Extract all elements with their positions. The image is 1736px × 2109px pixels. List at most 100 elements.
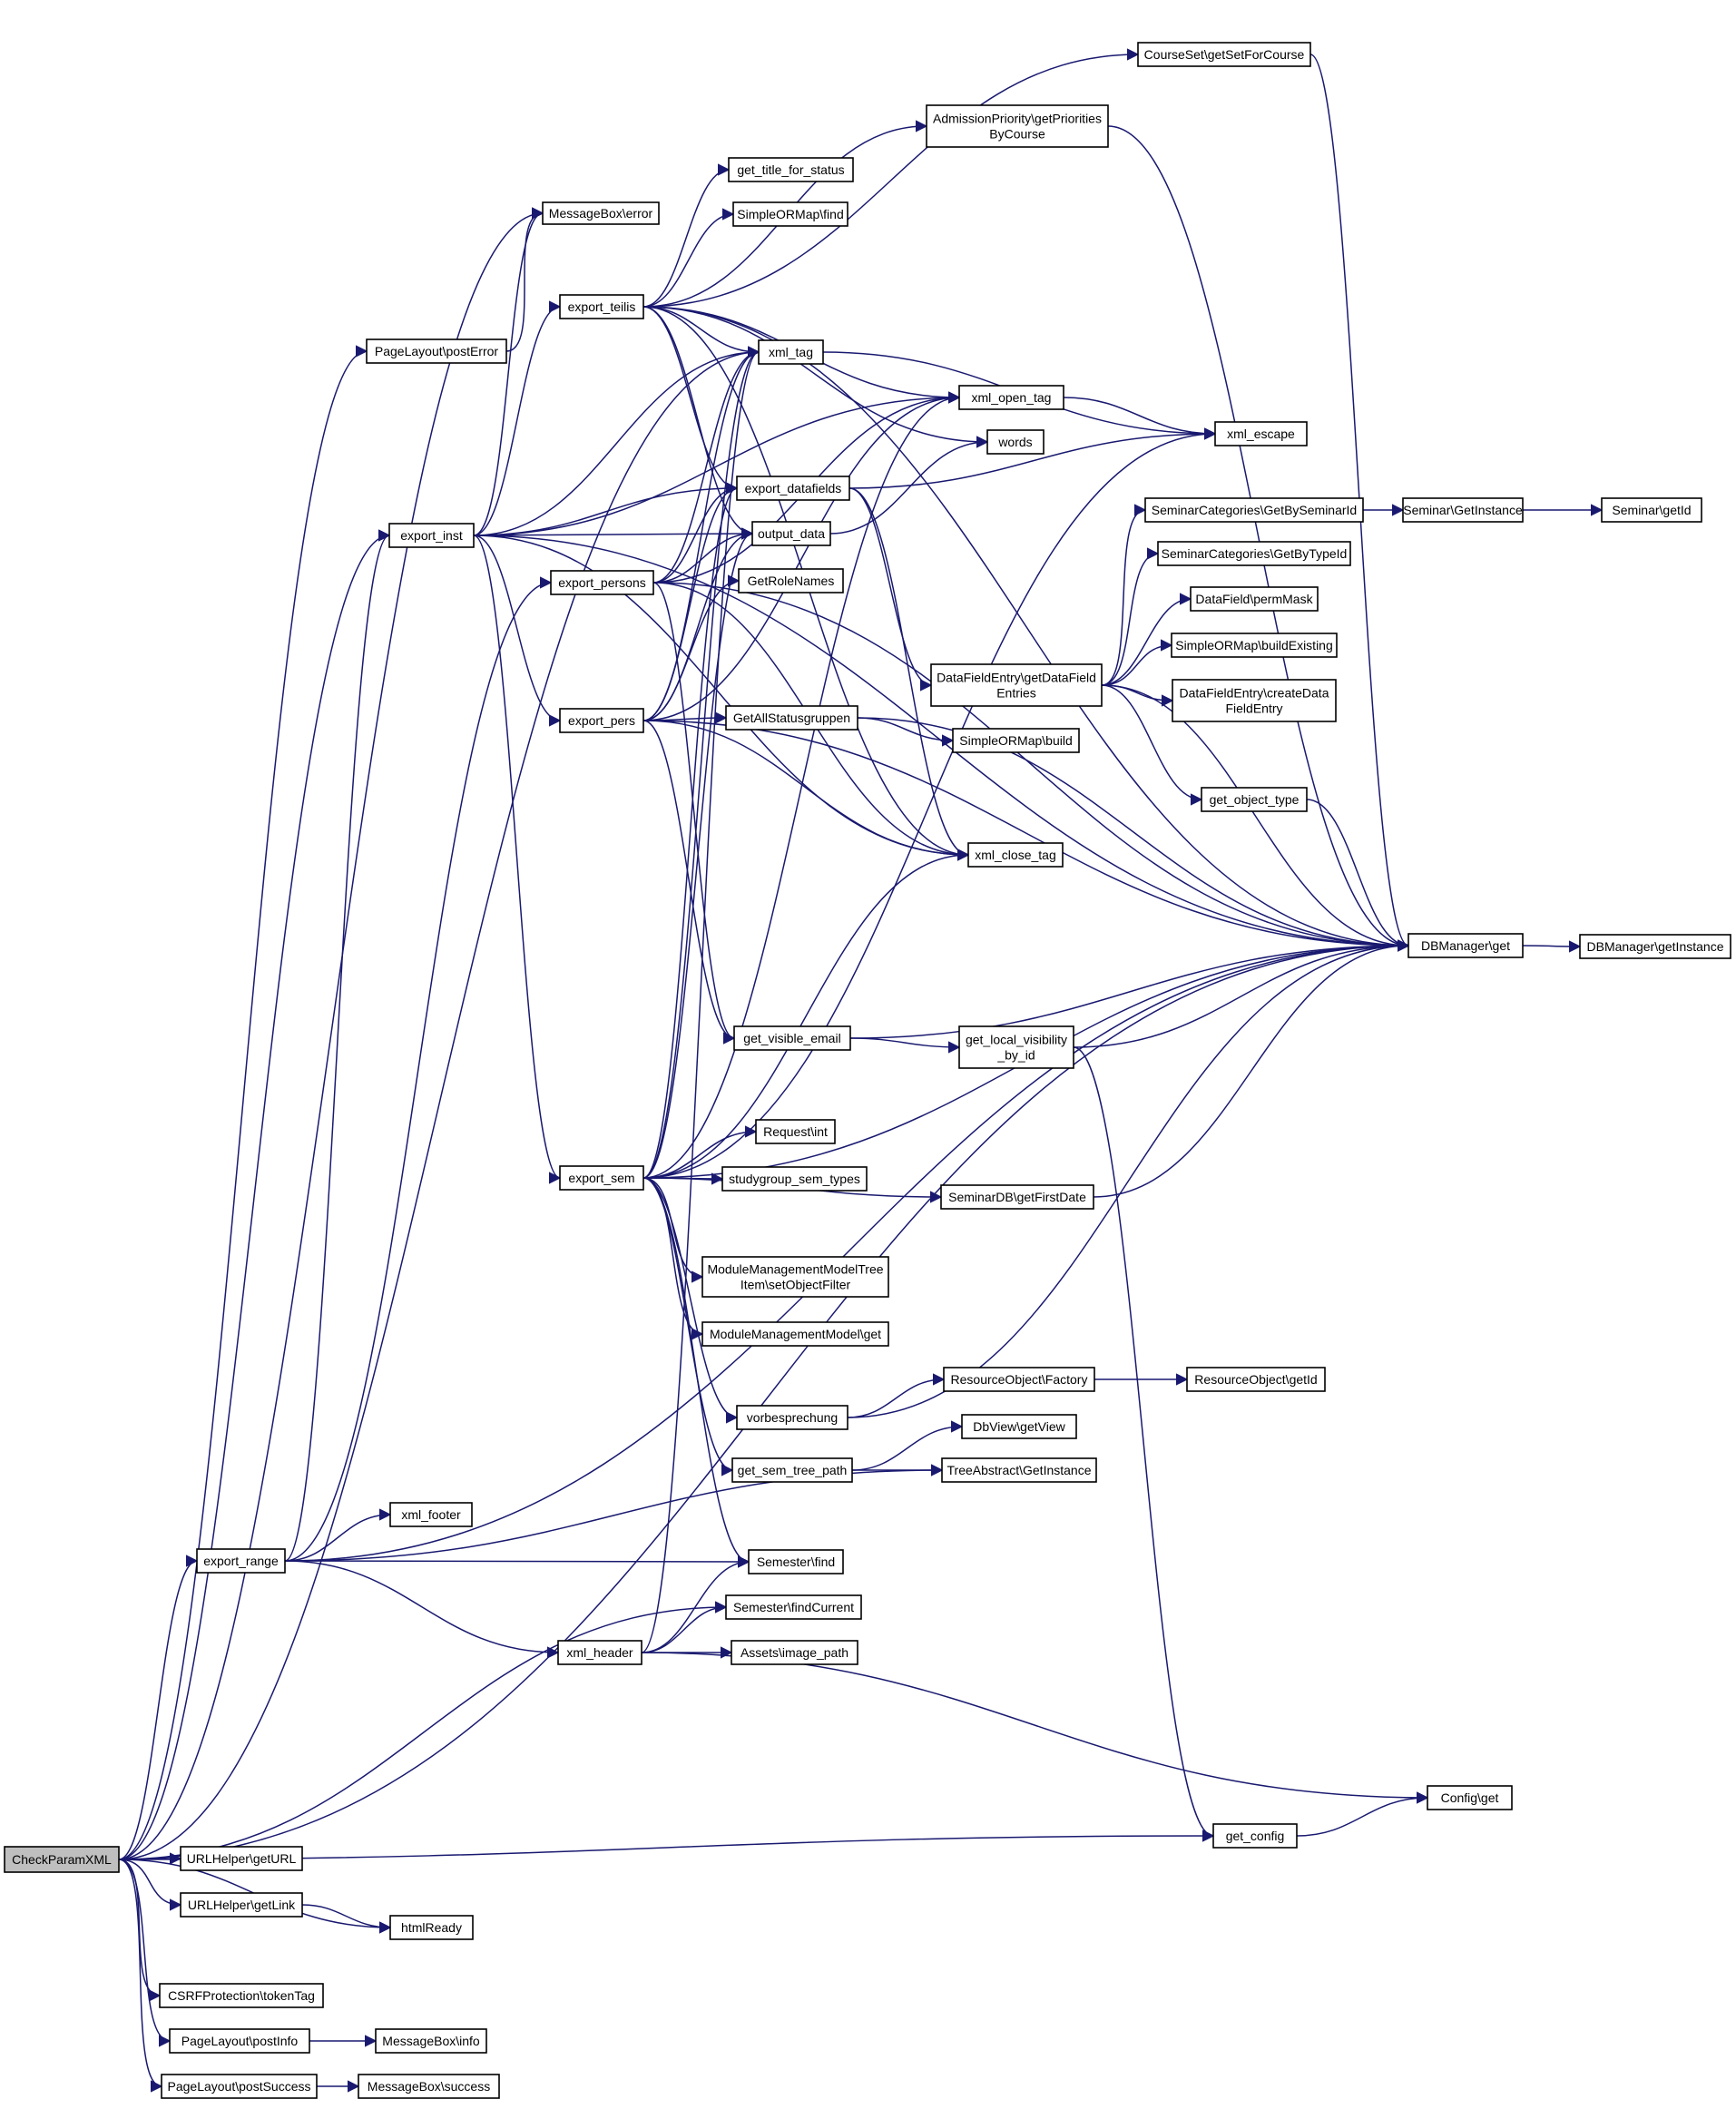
edge-export-persons-to-get-visible-email — [652, 582, 736, 1045]
node-label: DBManager\getInstance — [1587, 939, 1724, 954]
node-label: xml_header — [566, 1645, 633, 1660]
node-box — [736, 476, 850, 501]
node-export-teilis[interactable]: export_teilis — [559, 294, 644, 319]
node-get-title-for-status[interactable]: get_title_for_status — [728, 157, 854, 182]
node-seminar-db-get-first-date[interactable]: SeminarDB\getFirstDate — [940, 1184, 1094, 1210]
node-export-persons[interactable]: export_persons — [550, 570, 654, 595]
node-request-int[interactable]: Request\int — [755, 1119, 836, 1144]
node-studygroup-sem-types[interactable]: studygroup_sem_types — [721, 1166, 868, 1192]
node-assets-image-path[interactable]: Assets\image_path — [731, 1640, 858, 1665]
node-export-range[interactable]: export_range — [196, 1548, 286, 1574]
edge-export-datafields-to-data-field-entry-get-data-field-entries — [848, 487, 933, 692]
node-urlhelper-get-url[interactable]: URLHelper\getURL — [180, 1846, 303, 1871]
node-dbmanager-get-instance[interactable]: DBManager\getInstance — [1579, 934, 1731, 959]
node-simple-ormap-build-existing[interactable]: SimpleORMap\buildExisting — [1171, 633, 1338, 658]
node-label: Config\get — [1441, 1790, 1499, 1805]
node-data-field-perm-mask[interactable]: DataField\permMask — [1190, 586, 1319, 612]
node-seminar-get-id[interactable]: Seminar\getId — [1601, 497, 1702, 523]
node-dbmanager-get[interactable]: DBManager\get — [1407, 933, 1524, 958]
edge-xml-header-to-config-get — [641, 1652, 1429, 1804]
node-label: _by_id — [996, 1048, 1035, 1063]
edge-export-teilis-to-simple-ormap-find — [642, 208, 735, 308]
node-csrfprotection-token-tag[interactable]: CSRFProtection\tokenTag — [159, 1983, 324, 2008]
edge-get-local-visibility-by-id-to-dbmanager-get — [1073, 939, 1410, 1048]
node-course-set-get-set-for-course[interactable]: CourseSet\getSetForCourse — [1137, 42, 1311, 67]
node-simple-ormap-find[interactable]: SimpleORMap\find — [732, 201, 848, 227]
node-seminar-get-instance[interactable]: Seminar\GetInstance — [1402, 497, 1524, 523]
node-page-layout-post-success[interactable]: PageLayout\postSuccess — [161, 2074, 318, 2099]
node-export-pers[interactable]: export_pers — [559, 708, 644, 733]
node-message-box-info[interactable]: MessageBox\info — [375, 2028, 487, 2054]
node-label: get_object_type — [1210, 792, 1300, 807]
node-module-management-model-tree-item-set-object-filter[interactable]: ModuleManagementModelTreeItem\setObjectF… — [701, 1256, 889, 1298]
node-message-box-success[interactable]: MessageBox\success — [358, 2074, 500, 2099]
node-module-management-model-get[interactable]: ModuleManagementModel\get — [701, 1321, 889, 1347]
node-xml-tag[interactable]: xml_tag — [758, 339, 824, 365]
node-get-local-visibility-by-id[interactable]: get_local_visibility_by_id — [958, 1025, 1074, 1069]
edge-check-param-xml-to-get-config — [118, 1829, 1215, 1860]
node-label: PageLayout\postInfo — [181, 2034, 299, 2048]
node-export-datafields[interactable]: export_datafields — [736, 476, 850, 501]
edges-layer — [118, 48, 1604, 2093]
node-get-sem-tree-path[interactable]: get_sem_tree_path — [731, 1457, 853, 1483]
node-label: SeminarDB\getFirstDate — [948, 1190, 1086, 1204]
edge-export-pers-to-xml-close-tag — [642, 720, 970, 861]
node-xml-header[interactable]: xml_header — [557, 1640, 642, 1665]
node-export-sem[interactable]: export_sem — [559, 1165, 644, 1191]
node-html-ready[interactable]: htmlReady — [389, 1915, 474, 1940]
node-box — [728, 157, 854, 182]
node-simple-ormap-build[interactable]: SimpleORMap\build — [952, 728, 1080, 753]
node-check-param-xml[interactable]: CheckParamXML — [4, 1846, 120, 1873]
node-box — [1214, 421, 1308, 446]
node-message-box-error[interactable]: MessageBox\error — [542, 201, 660, 225]
node-label: get_title_for_status — [737, 162, 844, 177]
node-box — [1144, 497, 1364, 523]
node-export-inst[interactable]: export_inst — [388, 523, 475, 548]
node-config-get[interactable]: Config\get — [1427, 1785, 1513, 1810]
node-box — [736, 1405, 848, 1430]
node-resource-object-factory[interactable]: ResourceObject\Factory — [943, 1367, 1095, 1392]
node-xml-escape[interactable]: xml_escape — [1214, 421, 1308, 446]
node-label: export_persons — [558, 575, 646, 590]
node-tree-abstract-get-instance[interactable]: TreeAbstract\GetInstance — [941, 1457, 1097, 1483]
node-box — [725, 1594, 862, 1620]
node-xml-close-tag[interactable]: xml_close_tag — [967, 842, 1064, 868]
node-label: xml_escape — [1227, 427, 1295, 441]
node-get-config[interactable]: get_config — [1212, 1823, 1298, 1849]
edge-export-pers-to-xml-open-tag — [642, 391, 961, 721]
node-get-visible-email[interactable]: get_visible_email — [733, 1025, 851, 1051]
node-db-view-get-view[interactable]: DbView\getView — [961, 1414, 1077, 1439]
node-get-role-names[interactable]: GetRoleNames — [738, 568, 844, 593]
node-box — [1579, 934, 1731, 959]
node-label: xml_open_tag — [972, 390, 1052, 405]
node-semester-find-current[interactable]: Semester\findCurrent — [725, 1594, 862, 1620]
node-words[interactable]: words — [986, 429, 1045, 455]
node-resource-object-get-id[interactable]: ResourceObject\getId — [1186, 1367, 1326, 1392]
node-seminar-categories-get-by-seminar-id[interactable]: SeminarCategories\GetBySeminarId — [1144, 497, 1364, 523]
node-vorbesprechung[interactable]: vorbesprechung — [736, 1405, 848, 1430]
node-box — [958, 385, 1064, 410]
node-get-all-statusgruppen[interactable]: GetAllStatusgruppen — [725, 705, 858, 731]
edge-check-param-xml-to-message-box-error — [118, 207, 544, 1860]
node-semester-find[interactable]: Semester\find — [748, 1549, 844, 1574]
node-urlhelper-get-link[interactable]: URLHelper\getLink — [180, 1892, 303, 1918]
node-box — [1212, 1823, 1298, 1849]
node-seminar-categories-get-by-type-id[interactable]: SeminarCategories\GetByTypeId — [1157, 541, 1351, 566]
node-xml-footer[interactable]: xml_footer — [389, 1502, 473, 1527]
edge-export-sem-to-xml-open-tag — [642, 391, 961, 1179]
node-page-layout-post-info[interactable]: PageLayout\postInfo — [169, 2028, 310, 2054]
edge-export-sem-to-xml-escape — [642, 427, 1217, 1179]
node-box — [169, 2028, 310, 2054]
node-output-data[interactable]: output_data — [751, 521, 831, 546]
node-page-layout-post-error[interactable]: PageLayout\postError — [366, 338, 507, 364]
edge-admission-priority-get-priorities-by-course-to-dbmanager-get — [1107, 125, 1410, 952]
node-get-object-type[interactable]: get_object_type — [1201, 787, 1308, 812]
edge-check-param-xml-to-xml-tag — [118, 346, 760, 1860]
edge-export-inst-to-export-sem — [473, 535, 562, 1184]
node-xml-open-tag[interactable]: xml_open_tag — [958, 385, 1064, 410]
node-box — [1172, 679, 1337, 722]
